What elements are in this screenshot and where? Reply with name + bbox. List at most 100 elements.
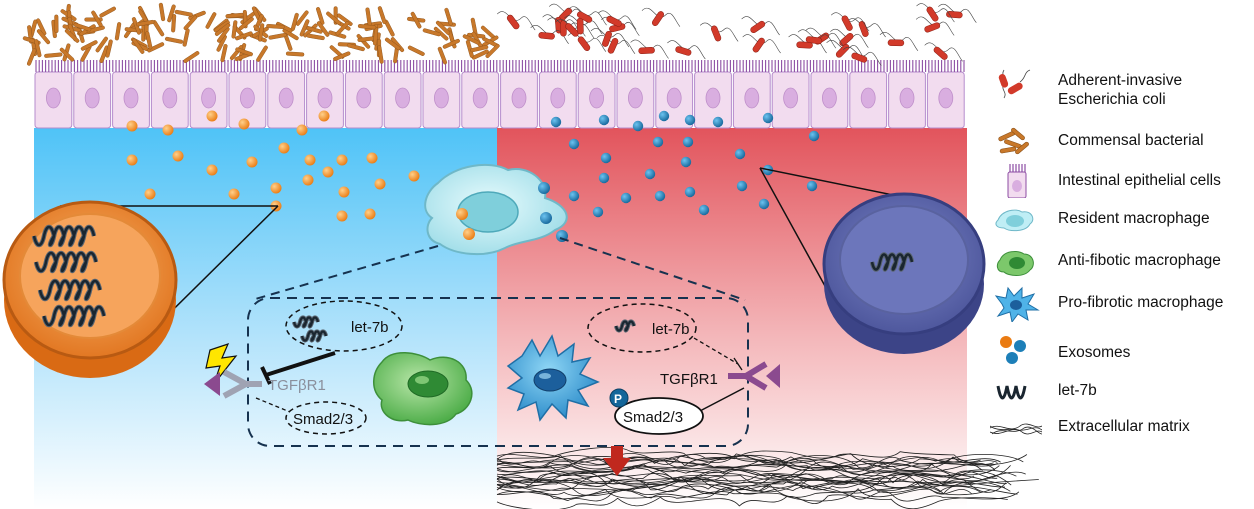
blue-exosome: [592, 206, 604, 218]
right-let7b-label: let-7b: [652, 321, 690, 338]
rna-strand: [34, 251, 98, 273]
cell-nucleus: [317, 87, 333, 109]
commensal-bacterium: [26, 48, 37, 66]
flagellum: [590, 28, 630, 48]
matrix-fiber: [496, 471, 1026, 489]
cell-nucleus: [395, 87, 411, 109]
pro-fibrotic-macrophage-icon: [994, 286, 1040, 322]
commensal-bacterium: [235, 31, 253, 41]
blue-exosome: [632, 120, 644, 132]
commensal-bacterium: [295, 10, 309, 26]
commensal-bacterium: [299, 19, 310, 37]
orange-exosome: [364, 208, 376, 220]
flagellum: [826, 40, 865, 59]
commensal-bacteria-icon: [998, 127, 1029, 155]
cell-nucleus: [123, 87, 139, 109]
right-smad-bubble: [614, 397, 704, 435]
left-signaling-panel: let-7b TGFβR1 Smad2/3: [204, 300, 473, 435]
right-tgfbr1-receptor-icon: [728, 361, 780, 391]
aiec-bacterium: [841, 15, 853, 31]
commensal-bacterium: [410, 11, 422, 29]
epithelial-cell-layer: [34, 71, 965, 129]
aiec-bacterium: [576, 11, 593, 23]
cell-nucleus: [84, 87, 100, 109]
cell-nucleus: [550, 87, 566, 109]
cell-nucleus: [239, 87, 255, 109]
aiec-bacterium: [926, 6, 939, 22]
legend-label-aiec-line2: Escherichia coli: [1058, 91, 1166, 108]
blue-exosome: [568, 190, 580, 202]
cell-nucleus: [666, 87, 682, 109]
commensal-bacterium: [357, 24, 377, 30]
orange-exosome: [246, 156, 258, 168]
matrix-fiber: [496, 485, 1020, 502]
left-smad-label: Smad2/3: [293, 411, 353, 428]
commensal-bacterium: [64, 28, 80, 43]
flagellum: [924, 42, 963, 62]
commensal-bacterium: [407, 45, 425, 56]
legend-label-epithelial: Intestinal epithelial cells: [1058, 172, 1221, 189]
aiec-bacterium: [576, 17, 584, 35]
commensal-bacterium: [36, 29, 51, 45]
commensal-bacterium: [164, 36, 184, 44]
blue-exosome: [644, 168, 656, 180]
commensal-bacterium: [217, 27, 230, 43]
cell-nucleus: [628, 87, 643, 109]
aiec-bacterium: [606, 15, 622, 27]
blue-exosome: [736, 180, 748, 192]
cell-nucleus: [589, 87, 604, 109]
aiec-bacterium: [752, 37, 765, 53]
commensal-bacterium: [205, 12, 217, 29]
cell-nucleus: [472, 87, 488, 109]
microvilli-brush-border: [35, 60, 965, 72]
let7b-icon: [869, 252, 915, 272]
let7b-icon: [613, 319, 637, 333]
orange-exosome: [304, 154, 316, 166]
rna-strand: [32, 225, 96, 247]
commensal-bacterium: [214, 23, 231, 36]
aiec-bacterium: [711, 25, 722, 42]
blue-exosome-group: [550, 110, 820, 218]
left-smad-bubble: [285, 401, 367, 435]
phosphate-label: P: [614, 392, 622, 406]
aiec-bacterium: [933, 46, 948, 60]
flagellum: [742, 34, 781, 54]
commensal-bacterium: [132, 38, 145, 54]
orange-exosome: [366, 152, 378, 164]
flagellum: [630, 39, 669, 59]
legend: Adherent-invasive Escherichia coli Comme…: [990, 60, 1250, 440]
legend-label-let7b: let-7b: [1058, 382, 1097, 399]
blue-exosome: [600, 152, 612, 164]
cell-nucleus: [433, 87, 449, 109]
right-tgfbr1-label: TGFβR1: [660, 371, 718, 388]
blue-exosome: [684, 114, 696, 126]
commensal-bacterium: [114, 22, 122, 41]
legend-label-resident: Resident macrophage: [1058, 210, 1210, 227]
commensal-bacterium: [316, 21, 330, 37]
matrix-fiber: [496, 480, 981, 495]
commensal-bacterium: [306, 33, 325, 41]
aiec-bacterium: [538, 32, 555, 40]
flagellum: [496, 11, 536, 31]
flagellum: [741, 16, 780, 36]
aiec-bacterium: [638, 47, 655, 55]
flagellum: [938, 4, 977, 23]
commensal-bacterium: [216, 34, 227, 52]
orange-exosome: [408, 170, 420, 182]
commensal-bacterium: [136, 19, 155, 27]
resident-macrophage-icon: [995, 209, 1034, 232]
blue-exosome: [734, 148, 746, 160]
commensal-bacterium: [86, 25, 105, 34]
commensal-bacterium: [422, 28, 441, 37]
matrix-fiber: [496, 455, 983, 471]
commensal-bacterium: [485, 43, 500, 59]
aiec-bacterium: [560, 20, 567, 37]
commensal-bacterium: [437, 46, 447, 65]
flagellum: [830, 29, 869, 48]
orange-exosome: [228, 188, 240, 200]
blue-exosome: [684, 186, 696, 198]
blue-exosome: [758, 198, 770, 210]
resident-macrophage: [424, 163, 568, 256]
matrix-fiber: [496, 447, 1028, 466]
aiec-bacterium: [796, 41, 813, 49]
